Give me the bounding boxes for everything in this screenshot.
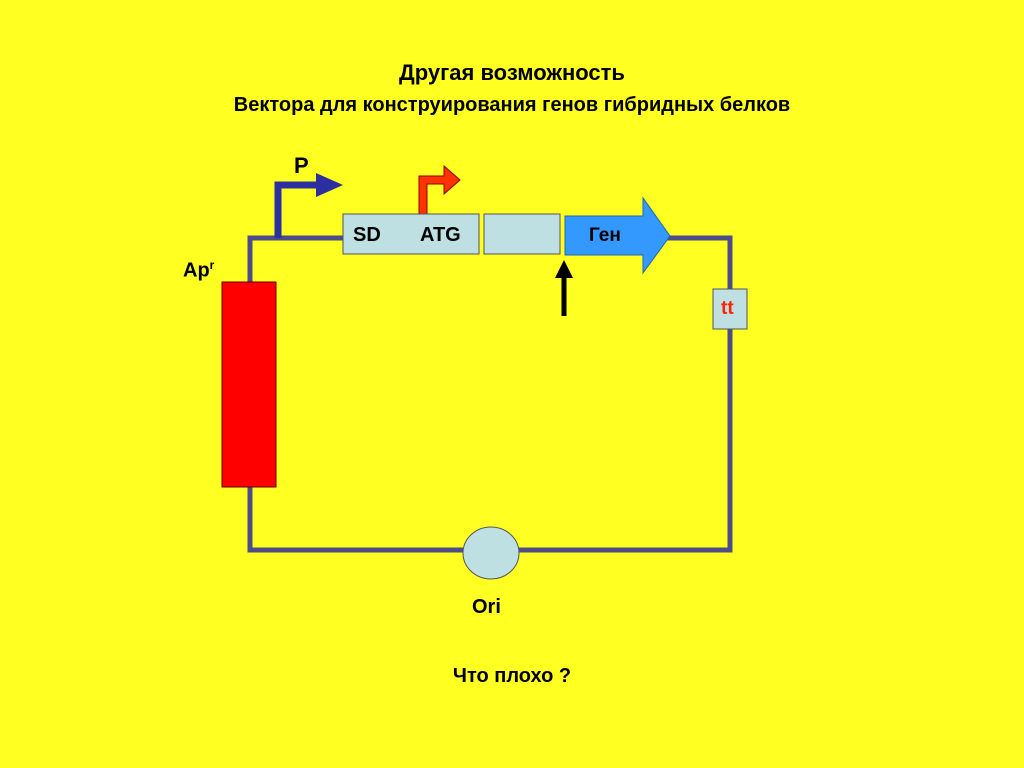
promoter-arrow xyxy=(274,173,343,238)
promoter-label: P xyxy=(294,153,309,178)
sd-atg-box xyxy=(342,213,480,255)
circuit-wire xyxy=(247,235,733,553)
terminator-label: tt xyxy=(721,298,734,319)
start-arrow xyxy=(418,164,461,215)
terminator-box xyxy=(712,288,748,330)
atg-label: ATG xyxy=(420,224,461,246)
sd-label: SD xyxy=(353,224,381,246)
page-subtitle: Вектора для конструирования генов гибрид… xyxy=(233,94,791,116)
linker-box xyxy=(483,213,561,255)
origin-label: Ori xyxy=(472,596,501,618)
ampicillin-resistance-block xyxy=(221,281,277,488)
gene-label: Ген xyxy=(589,225,621,246)
origin-circle xyxy=(462,526,520,580)
amp-resistance-label: Apr xyxy=(183,258,215,282)
insertion-site-arrow xyxy=(555,260,573,316)
gene-arrow xyxy=(564,196,671,275)
page-title: Другая возможность xyxy=(399,60,625,85)
question-text: Что плохо ? xyxy=(452,665,572,687)
